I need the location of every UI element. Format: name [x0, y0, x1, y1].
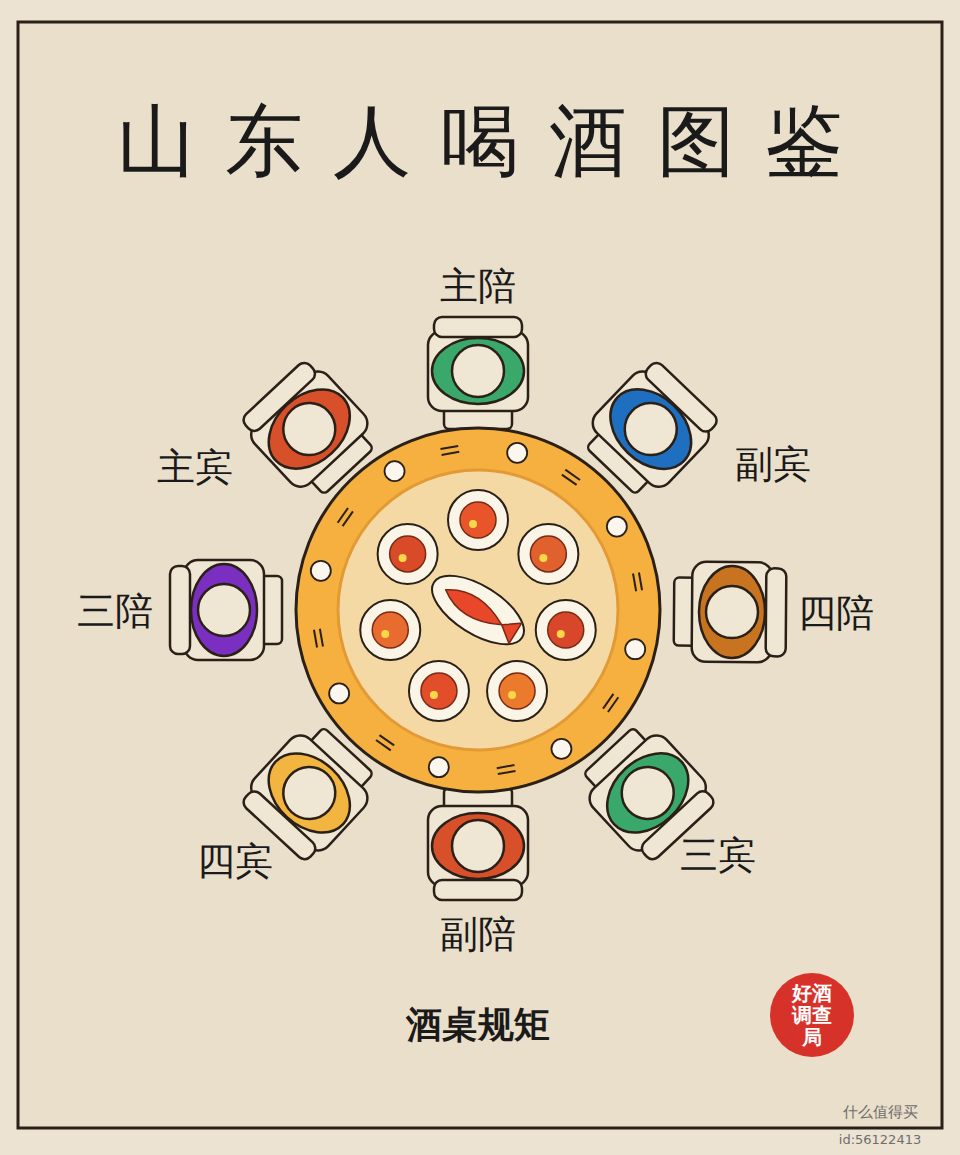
watermark: id:56122413 — [839, 1133, 921, 1147]
caption: 酒桌规矩 — [406, 1005, 550, 1045]
round-table — [296, 428, 660, 792]
seat-label: 副陪 — [440, 914, 516, 956]
seat-label: 三陪 — [77, 591, 153, 633]
seat-label: 四宾 — [197, 841, 273, 883]
stamp-text: 好酒调查局 — [790, 982, 834, 1048]
seat-label: 三宾 — [680, 835, 756, 877]
title: 山东人喝酒图鉴 — [87, 99, 873, 185]
guests — [170, 317, 786, 900]
seat-label: 主宾 — [157, 447, 233, 489]
frame — [18, 22, 942, 1128]
seat-label: 主陪 — [440, 266, 516, 308]
seated-person — [170, 560, 282, 660]
seat-label: 副宾 — [735, 444, 811, 486]
seated-person — [674, 562, 787, 663]
seated-person — [428, 317, 528, 429]
watermark: 什么值得买 — [843, 1104, 918, 1121]
seated-person — [428, 788, 528, 900]
seal-stamp — [770, 973, 854, 1057]
seat-label: 四陪 — [798, 593, 874, 635]
